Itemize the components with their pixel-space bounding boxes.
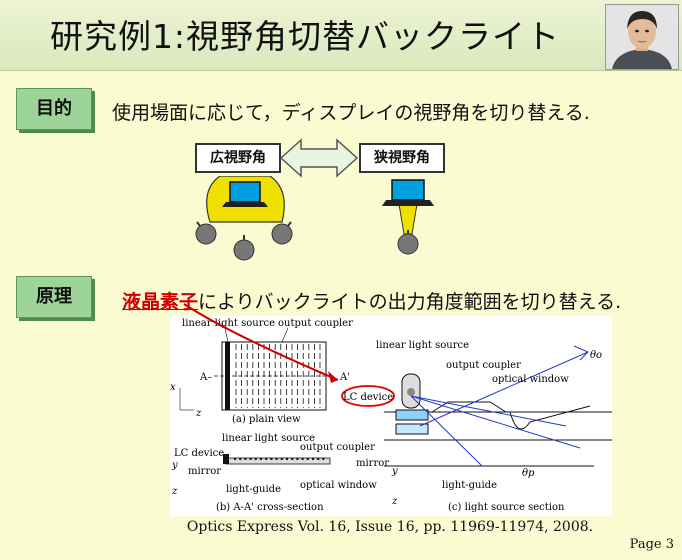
z-axis-c: z <box>391 496 398 507</box>
oc-a-label: output coupler <box>278 318 353 329</box>
lc-device-c: LC device <box>343 392 393 403</box>
llc-b-label: linear light source <box>222 433 315 444</box>
narrow-angle-label: 狭視野角 <box>359 143 445 173</box>
principle-tag: 原理 <box>16 276 92 318</box>
llc-c-label: linear light source <box>376 340 469 351</box>
lc-element-highlight: 液晶素子 <box>122 291 199 313</box>
a-right-label: A' <box>339 372 350 383</box>
cross-section-caption: (b) A-A' cross-section <box>216 502 324 513</box>
a-left-label: A– <box>199 372 212 383</box>
source-section-caption: (c) light source section <box>448 502 565 513</box>
mirror-b: mirror <box>188 466 221 477</box>
callout-arrow <box>183 303 339 383</box>
mirror-c: mirror <box>356 458 389 469</box>
theta-p: θp <box>522 468 535 479</box>
principle-rest: によりバックライトの出力角度範囲を切り替える. <box>198 291 622 313</box>
purpose-text: 使用場面に応じて，ディスプレイの視野角を切り替える. <box>112 102 590 124</box>
y-axis-c: y <box>391 466 398 477</box>
oc-b-label: output coupler <box>300 442 375 453</box>
lc-device-b: LC device <box>174 448 224 459</box>
slide-title: 研究例1:視野角切替バックライト <box>49 17 561 56</box>
light-guide-b: light-guide <box>226 484 281 495</box>
z-axis-a: z <box>195 408 202 419</box>
theta-o: θo <box>590 350 602 361</box>
y-axis-b: y <box>171 460 178 471</box>
citation: Optics Express Vol. 16, Issue 16, pp. 11… <box>186 519 594 535</box>
principle-text: 液晶素子によりバックライトの出力角度範囲を切り替える. <box>122 287 621 314</box>
z-axis-b: z <box>171 486 178 497</box>
presenter-photo <box>605 4 679 70</box>
x-axis-a: x <box>170 382 176 393</box>
optical-window-c: optical window <box>492 374 569 385</box>
wide-angle-label: 広視野角 <box>195 143 281 173</box>
title-bar: 研究例1:視野角切替バックライト <box>0 0 682 71</box>
optical-window-b: optical window <box>300 480 377 491</box>
narrow-view-illustration <box>382 179 434 255</box>
light-guide-c: light-guide <box>442 480 497 491</box>
backlight-figure: A– A' linear light source output coupler… <box>170 316 612 516</box>
page-number: Page 3 <box>629 537 674 552</box>
plain-view-caption: (a) plain view <box>232 414 301 425</box>
purpose-tag: 目的 <box>16 88 92 130</box>
wide-view-illustration <box>195 176 293 261</box>
llc-a-label: linear light source <box>182 318 275 329</box>
switch-arrow-icon <box>279 138 359 178</box>
oc-c-label: output coupler <box>446 360 521 371</box>
